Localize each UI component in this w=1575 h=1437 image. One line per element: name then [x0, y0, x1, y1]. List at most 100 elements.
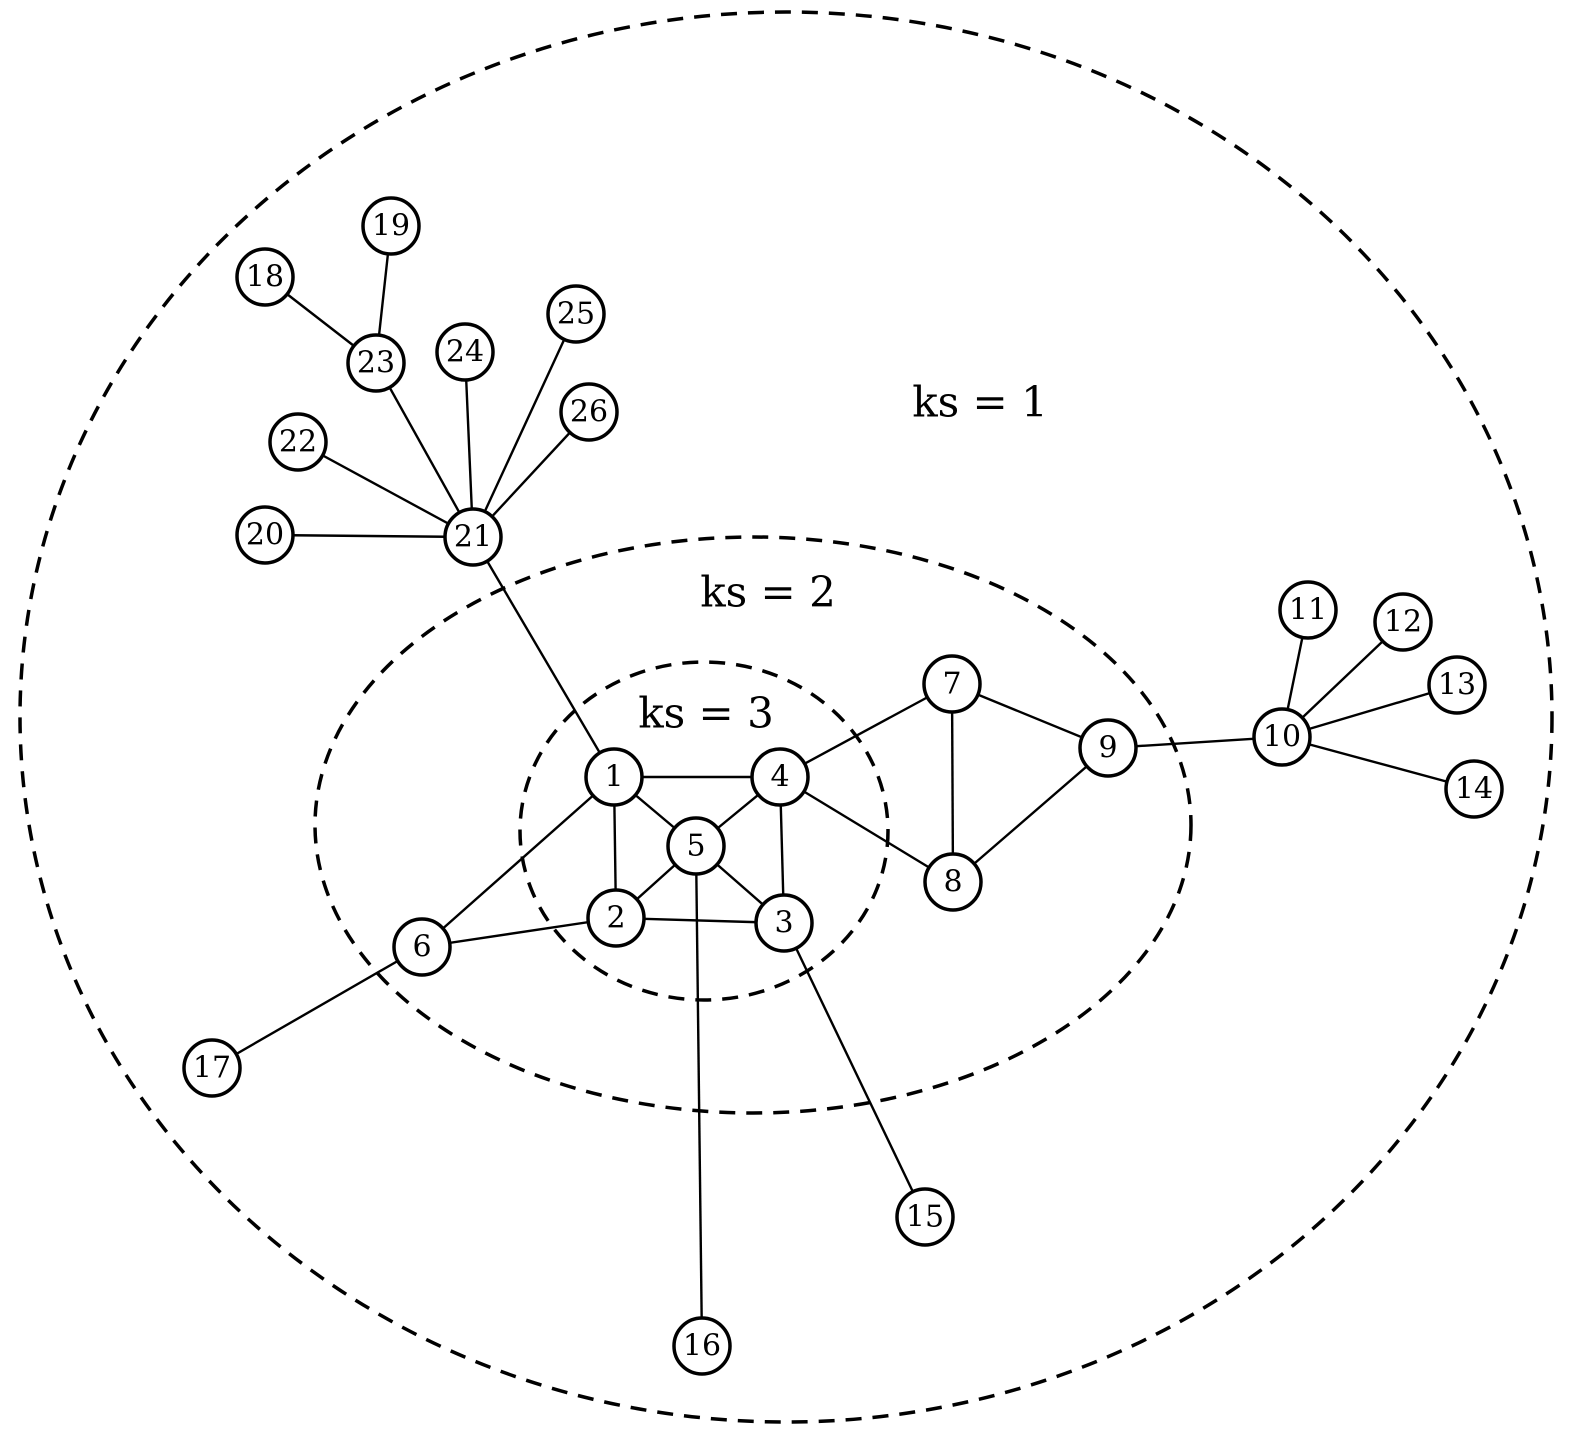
- node-23: 23: [346, 333, 406, 393]
- edge-21-23: [374, 362, 475, 538]
- node-circle: [546, 284, 606, 344]
- node-circle: [1278, 580, 1338, 640]
- node-circle: [1444, 759, 1504, 819]
- shell-2-label: ks = 2: [700, 568, 836, 617]
- node-22: 22: [268, 412, 328, 472]
- node-label: 23: [357, 346, 395, 381]
- node-10: 10: [1252, 707, 1312, 767]
- node-label: 13: [1438, 668, 1476, 703]
- node-7: 7: [922, 654, 982, 714]
- shell-3-boundary: [518, 660, 890, 1002]
- node-circle: [182, 1038, 242, 1098]
- node-label: 9: [1098, 731, 1117, 766]
- shell-1-boundary: [18, 10, 1554, 1424]
- node-label: 5: [686, 829, 705, 864]
- node-16: 16: [672, 1316, 732, 1376]
- node-label: 11: [1289, 593, 1327, 628]
- edge-21-22: [297, 440, 474, 539]
- node-circle: [666, 816, 726, 876]
- node-circle: [559, 382, 619, 442]
- node-label: 10: [1263, 720, 1301, 755]
- edge-4-8: [779, 775, 954, 884]
- node-label: 18: [246, 260, 284, 295]
- node-21: 21: [443, 507, 503, 567]
- node-circle: [923, 852, 983, 912]
- node-18: 18: [235, 247, 295, 307]
- shell-3-label: ks = 3: [638, 689, 774, 738]
- node-circle: [1373, 592, 1433, 652]
- node-label: 16: [683, 1329, 721, 1364]
- node-circle: [1252, 707, 1312, 767]
- node-circle: [895, 1187, 955, 1247]
- node-circle: [750, 747, 810, 807]
- node-circle: [235, 505, 295, 565]
- edge-6-17: [211, 945, 423, 1070]
- node-label: 6: [412, 930, 431, 965]
- node-label: 17: [193, 1051, 231, 1086]
- node-label: 24: [446, 335, 484, 370]
- node-label: 14: [1455, 772, 1493, 807]
- shell-labels-layer: ks = 1 ks = 2 ks = 3: [638, 378, 1048, 738]
- edge-10-14: [1281, 735, 1475, 791]
- node-20: 20: [235, 505, 295, 565]
- node-8: 8: [923, 852, 983, 912]
- node-3: 3: [754, 893, 814, 953]
- node-label: 4: [770, 760, 789, 795]
- node-6: 6: [392, 917, 452, 977]
- edge-21-20: [264, 533, 474, 539]
- node-label: 12: [1384, 605, 1422, 640]
- node-circle: [435, 322, 495, 382]
- edge-1-21: [471, 536, 616, 778]
- node-26: 26: [559, 382, 619, 442]
- edge-8-9: [952, 747, 1109, 883]
- node-circle: [235, 247, 295, 307]
- node-label: 25: [557, 297, 595, 332]
- node-circle: [754, 893, 814, 953]
- node-label: 8: [943, 865, 962, 900]
- shell-1-label: ks = 1: [912, 378, 1048, 427]
- node-11: 11: [1278, 580, 1338, 640]
- node-12: 12: [1373, 592, 1433, 652]
- node-label: 22: [279, 425, 317, 460]
- edge-3-15: [782, 922, 927, 1218]
- node-24: 24: [435, 322, 495, 382]
- node-circle: [392, 917, 452, 977]
- node-circle: [1078, 718, 1138, 778]
- node-label: 3: [774, 906, 793, 941]
- node-1: 1: [584, 747, 644, 807]
- node-9: 9: [1078, 718, 1138, 778]
- node-circle: [584, 747, 644, 807]
- node-19: 19: [361, 196, 421, 256]
- node-4: 4: [750, 747, 810, 807]
- node-25: 25: [546, 284, 606, 344]
- node-label: 19: [372, 209, 410, 244]
- node-circle: [1427, 655, 1487, 715]
- node-15: 15: [895, 1187, 955, 1247]
- edge-2-6: [421, 916, 617, 949]
- node-label: 26: [570, 395, 608, 430]
- edge-21-25: [471, 313, 578, 538]
- edges-layer: [211, 225, 1475, 1347]
- edge-10-13: [1281, 683, 1458, 739]
- edge-5-16: [694, 845, 704, 1347]
- shells-layer: [18, 10, 1554, 1424]
- node-13: 13: [1427, 655, 1487, 715]
- node-circle: [586, 888, 646, 948]
- node-label: 20: [246, 518, 284, 553]
- node-circle: [443, 507, 503, 567]
- node-14: 14: [1444, 759, 1504, 819]
- edge-7-8: [950, 683, 955, 883]
- node-5: 5: [666, 816, 726, 876]
- node-circle: [672, 1316, 732, 1376]
- node-17: 17: [182, 1038, 242, 1098]
- edge-21-24: [463, 351, 475, 538]
- node-circle: [268, 412, 328, 472]
- node-circle: [922, 654, 982, 714]
- node-label: 2: [606, 901, 625, 936]
- node-label: 15: [906, 1200, 944, 1235]
- node-2: 2: [586, 888, 646, 948]
- node-label: 21: [454, 520, 492, 555]
- node-circle: [361, 196, 421, 256]
